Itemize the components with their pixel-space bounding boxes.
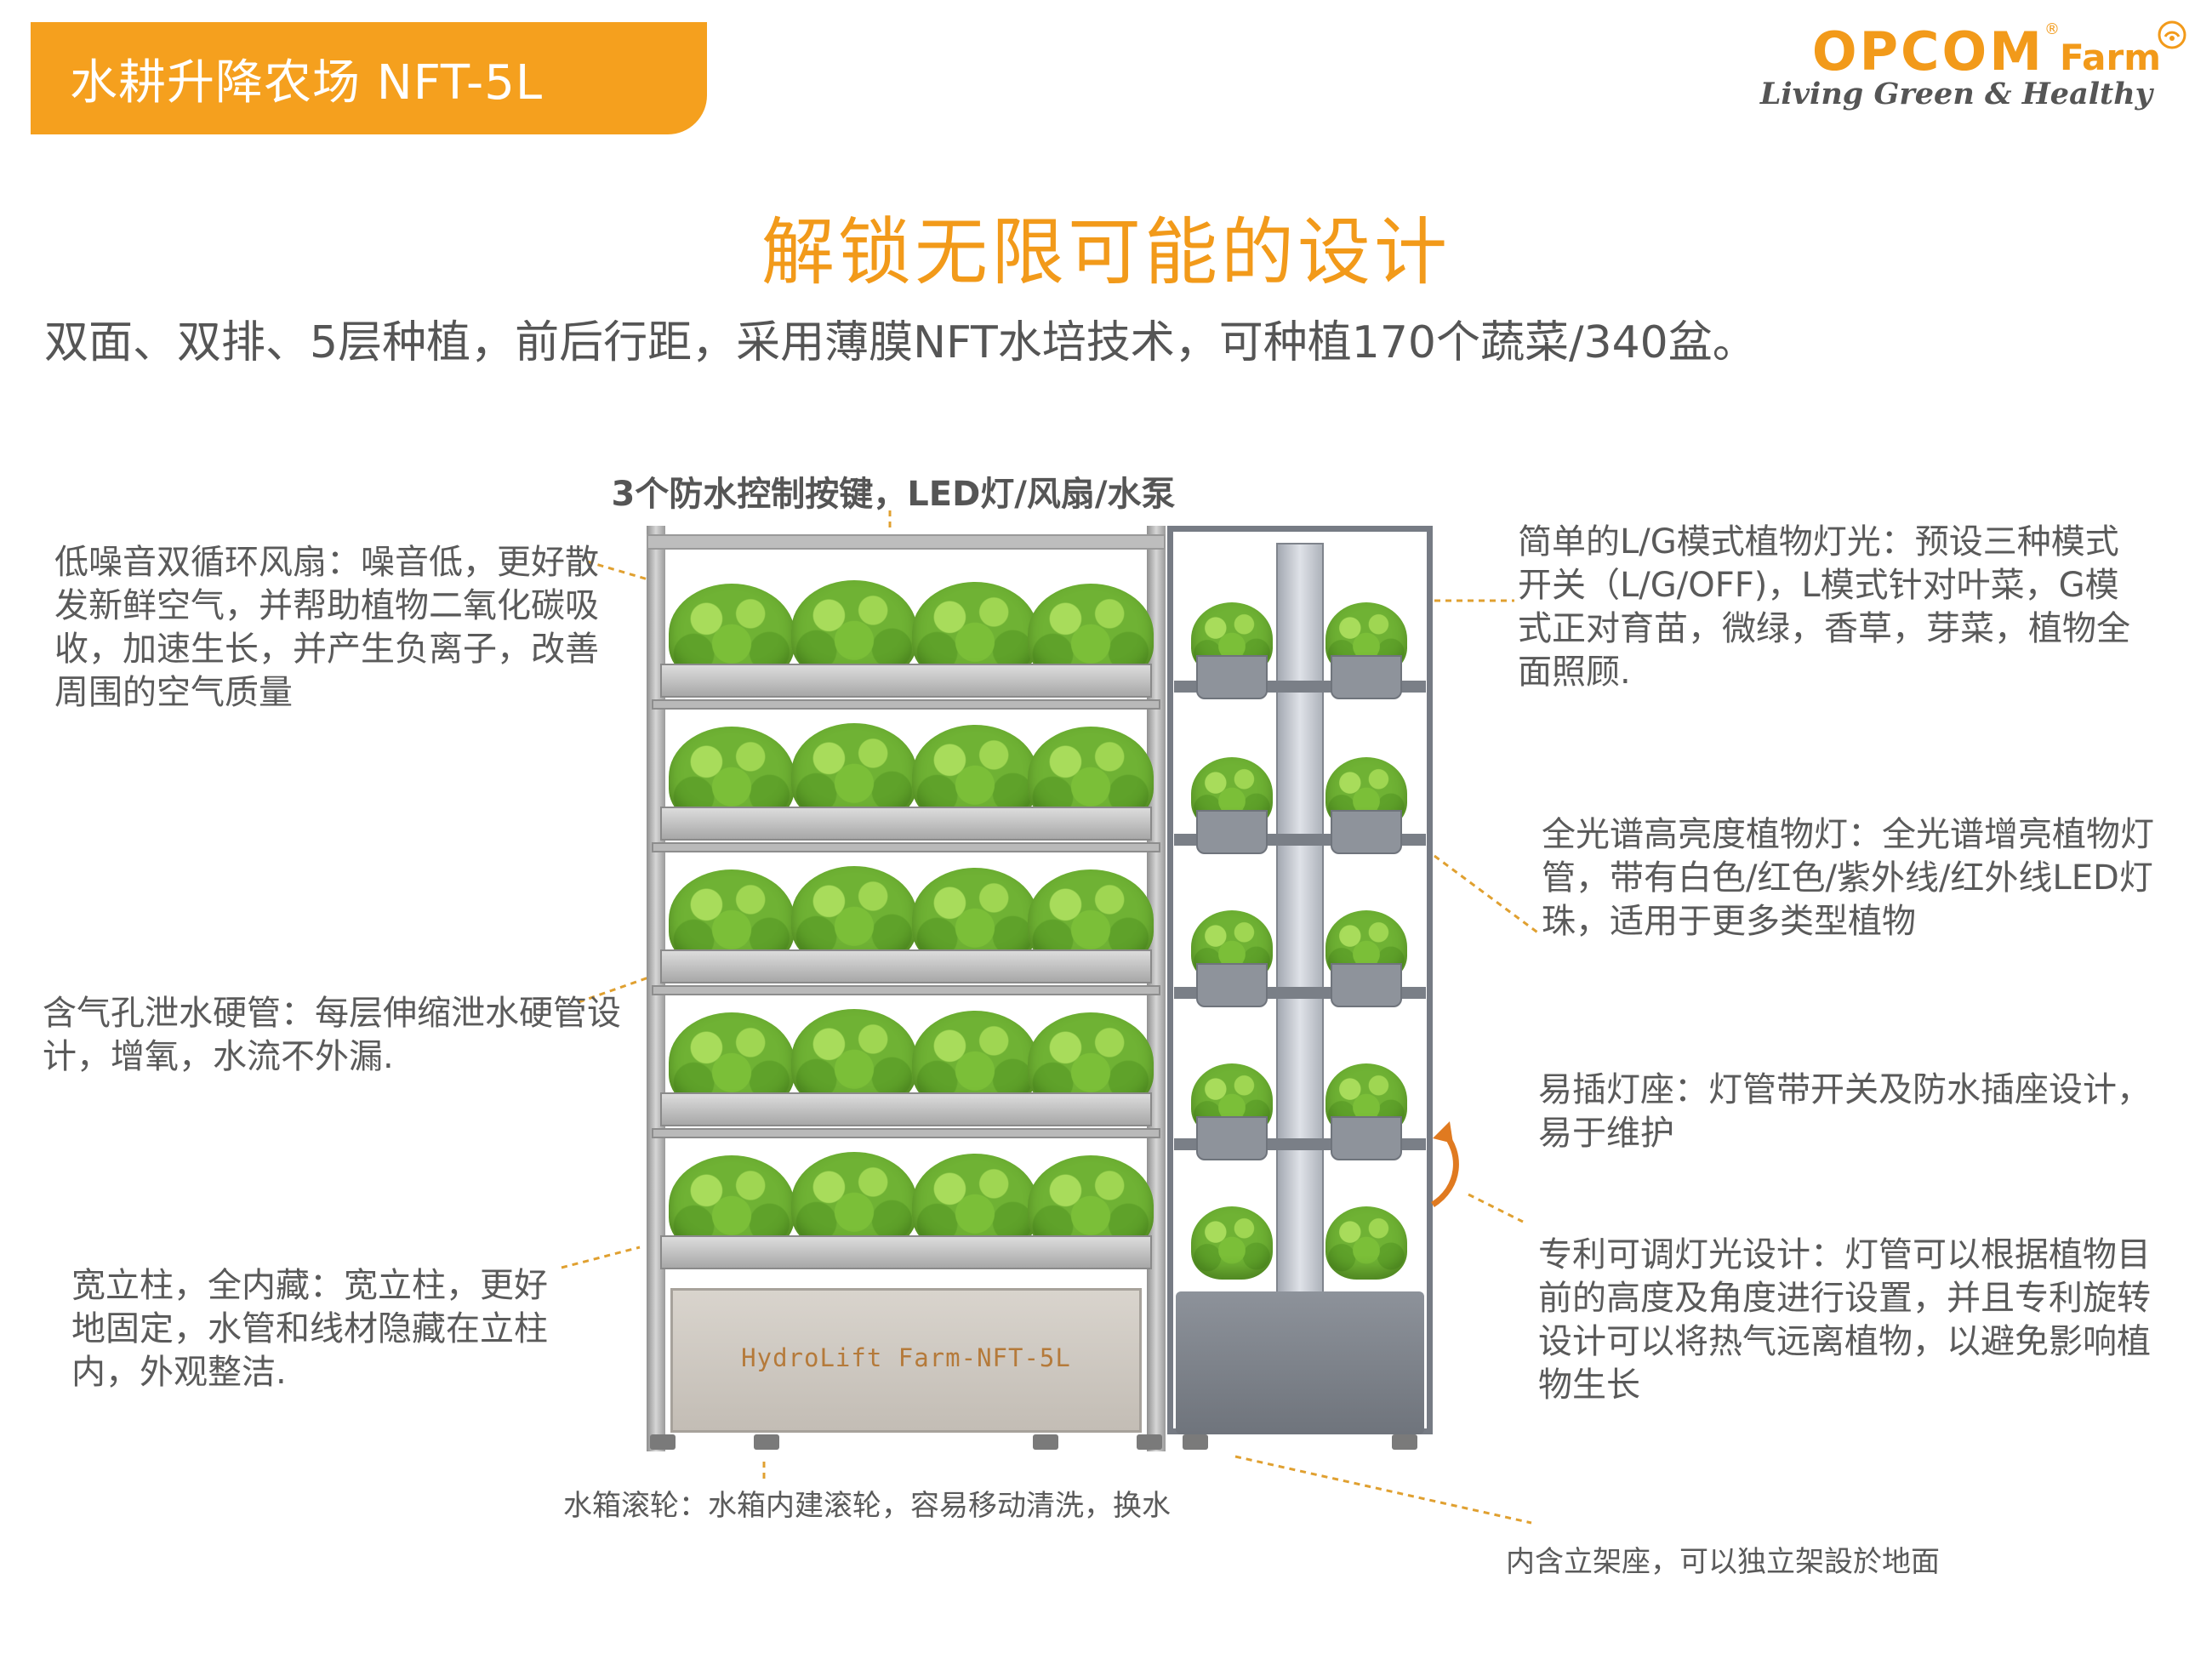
- tank-wheel: [754, 1434, 779, 1450]
- shelf-bar: [652, 1128, 1160, 1138]
- stand-base: [1176, 1291, 1424, 1434]
- lettuce-plant: [1191, 1206, 1273, 1280]
- logo-registered-mark: ®: [2044, 20, 2060, 38]
- plant-pot: [1196, 810, 1268, 854]
- light-bar: [647, 534, 1166, 550]
- shelf-bar: [652, 842, 1160, 852]
- rotate-arrow-icon: [1431, 1121, 1459, 1207]
- page-title: 水耕升降农场 NFT-5L: [70, 54, 544, 111]
- tank-label: HydroLift Farm-NFT-5L: [741, 1343, 1071, 1372]
- stand-foot: [1183, 1434, 1208, 1450]
- stand-foot: [1392, 1434, 1417, 1450]
- tank-wheel: [1033, 1434, 1058, 1450]
- logo-suffix: Farm: [2059, 37, 2161, 78]
- note-fan: 低噪音双循环风扇：噪音低，更好散发新鲜空气，并帮助植物二氧化碳吸收，加速生长，并…: [54, 543, 599, 712]
- note-column: 宽立柱，全内藏：宽立柱，更好地固定，水管和线材隐藏在立柱内，外观整洁.: [71, 1266, 548, 1392]
- nft-tray: [660, 1235, 1152, 1269]
- nft-tray: [660, 807, 1152, 841]
- plant-pot: [1196, 655, 1268, 699]
- brand-logo: OPCOM®Farm Living Green & Healthy: [1760, 20, 2186, 114]
- tank-wheel: [1137, 1434, 1162, 1450]
- subheading: 双面、双排、5层种植，前后行距，采用薄膜NFT水培技术，可种植170个蔬菜/34…: [44, 317, 1757, 368]
- headline: 解锁无限可能的设计: [761, 210, 1451, 295]
- rack-front-view: HydroLift Farm-NFT-5L: [647, 526, 1166, 1451]
- nft-tray: [660, 664, 1152, 698]
- note-lg-light: 简单的L/G模式植物灯光：预设三种模式开关（L/G/OFF)，L模式针对叶菜，G…: [1518, 522, 2130, 692]
- shelf-bar: [652, 985, 1160, 995]
- tank-wheel: [650, 1434, 676, 1450]
- note-drain-pipe: 含气孔泄水硬管：每层伸缩泄水硬管设计，增氧，水流不外漏.: [43, 994, 621, 1076]
- plant-pot: [1196, 963, 1268, 1007]
- callout-line-adjustable: [1468, 1193, 1524, 1223]
- nft-tray: [660, 1092, 1152, 1126]
- wifi-signal-icon: [2158, 20, 2186, 49]
- nft-tray: [660, 949, 1152, 983]
- note-socket: 易插灯座：灯管带开关及防水插座设计，易于维护: [1538, 1070, 2151, 1153]
- lettuce-plant: [1325, 1206, 1407, 1280]
- note-full-spectrum: 全光谱高亮度植物灯：全光谱增亮植物灯管，带有白色/红色/紫外线/红外线LED灯珠…: [1542, 815, 2154, 941]
- rack-side-view: [1167, 526, 1433, 1451]
- plant-pot: [1196, 1116, 1268, 1160]
- shelf-bar: [652, 699, 1160, 710]
- callout-line-column: [561, 1246, 641, 1269]
- plant-pot: [1331, 655, 1402, 699]
- plant-pot: [1331, 963, 1402, 1007]
- note-stand: 内含立架座，可以独立架設於地面: [1506, 1545, 1940, 1579]
- logo-brand: OPCOM: [1811, 20, 2044, 83]
- note-wheels: 水箱滚轮：水箱内建滚轮，容易移动清洗，换水: [563, 1489, 1171, 1523]
- title-banner: 水耕升降农场 NFT-5L: [31, 22, 707, 134]
- center-column: [1276, 543, 1324, 1308]
- callout-line-stand: [1234, 1455, 1532, 1525]
- logo-tagline: Living Green & Healthy: [1759, 77, 2152, 111]
- note-adjustable-light: 专利可调灯光设计：灯管可以根据植物目前的高度及角度进行设置，并且专利旋转设计可以…: [1538, 1235, 2151, 1405]
- plant-pot: [1331, 810, 1402, 854]
- callout-line-full-spectrum: [1434, 854, 1541, 936]
- plant-pot: [1331, 1116, 1402, 1160]
- water-tank: HydroLift Farm-NFT-5L: [670, 1288, 1142, 1433]
- logo-wordmark: OPCOM®Farm: [1812, 20, 2161, 83]
- note-control-buttons: 3个防水控制按键，LED灯/风扇/水泵: [611, 475, 1176, 514]
